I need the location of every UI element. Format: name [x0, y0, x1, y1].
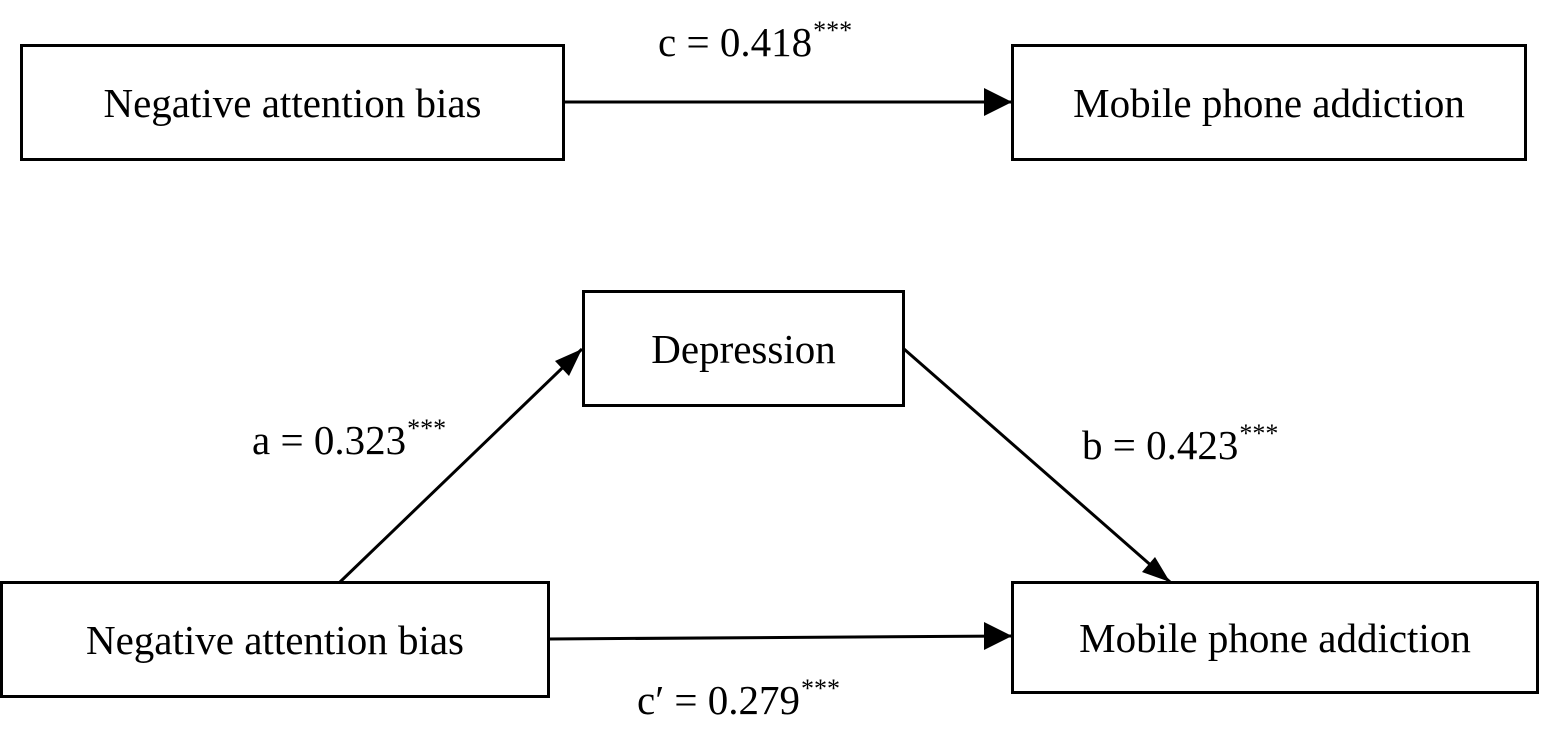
c-path-arrowhead [984, 88, 1012, 116]
bottom-predictor-box: Negative attention bias [0, 581, 550, 698]
top-outcome-box: Mobile phone addiction [1011, 44, 1527, 161]
b-path-arrowhead [1142, 557, 1170, 582]
a-path-label: a = 0.323 [252, 417, 407, 463]
bottom-outcome-label: Mobile phone addiction [1079, 614, 1471, 661]
a-path-coefficient: a = 0.323*** [252, 416, 446, 463]
b-path-label: b = 0.423 [1082, 422, 1239, 468]
c-prime-path-coefficient: c′ = 0.279*** [637, 676, 840, 723]
top-predictor-label: Negative attention bias [103, 79, 482, 126]
top-predictor-box: Negative attention bias [20, 44, 565, 161]
b-path-arrow [903, 347, 1171, 584]
bottom-outcome-box: Mobile phone addiction [1011, 581, 1539, 694]
a-path-arrow [338, 347, 584, 584]
c-prime-path-arrowhead [984, 622, 1012, 650]
mediator-label: Depression [651, 325, 836, 372]
bottom-predictor-label: Negative attention bias [86, 616, 464, 663]
mediator-box: Depression [582, 290, 905, 407]
c-prime-path-significance: *** [801, 674, 841, 703]
c-prime-path-arrow [547, 634, 1013, 641]
c-prime-path-label: c′ = 0.279 [637, 677, 801, 723]
top-outcome-label: Mobile phone addiction [1073, 79, 1465, 126]
b-path-coefficient: b = 0.423*** [1082, 421, 1278, 468]
c-path-significance: *** [813, 16, 853, 45]
a-path-significance: *** [407, 414, 447, 443]
c-path-coefficient: c = 0.418*** [658, 18, 852, 65]
b-path-significance: *** [1239, 419, 1279, 448]
a-path-arrowhead [555, 349, 582, 376]
c-path-label: c = 0.418 [658, 19, 813, 65]
